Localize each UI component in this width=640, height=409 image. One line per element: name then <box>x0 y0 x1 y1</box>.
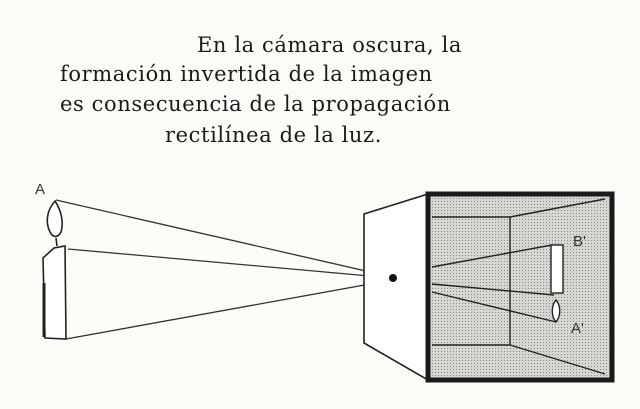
camera-box-interior <box>430 196 610 378</box>
candle <box>42 199 67 340</box>
caption-line-3: es consecuencia de la propagación <box>60 92 451 116</box>
camera-box-side <box>363 192 429 382</box>
caption-line-4: rectilínea de la luz. <box>165 123 383 147</box>
caption-line-2: formación invertida de la imagen <box>60 62 433 86</box>
label-b-prime: B' <box>573 233 586 250</box>
candle-wick <box>55 237 58 247</box>
label-a: A <box>35 181 45 198</box>
label-a-prime: A' <box>571 320 584 337</box>
pinhole <box>389 274 397 282</box>
candle-flame <box>46 199 63 238</box>
candle-body <box>42 245 67 340</box>
inverted-image <box>550 244 564 324</box>
caption-line-1: En la cámara oscura, la <box>197 33 463 57</box>
light-rays <box>55 199 393 340</box>
